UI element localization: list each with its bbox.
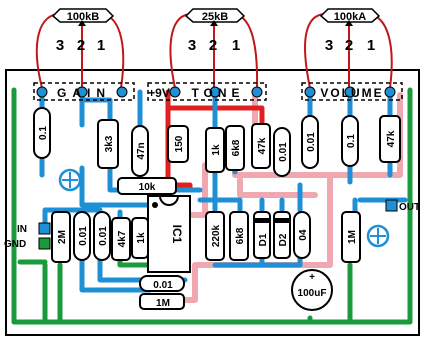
label-c-0.01-bottom: 0.01 [153,280,173,291]
label-r-1m-out: 1M [347,230,358,244]
mounting-hole-left-icon [58,168,82,192]
component-c-47n: 47n [131,125,149,177]
component-r-1k-tone: 1k [205,127,225,173]
label-gain: GAIN [57,86,111,100]
label-c-100uf-plus: + [309,272,315,283]
pot-tone: 25kB 3 2 1 [169,8,259,89]
component-r-6k8-b: 6k8 [229,211,249,261]
label-r-3k3: 3k3 [104,135,115,152]
pot-gain-pin2: 2 [77,37,85,54]
component-c-0.01-volume: 0.01 [301,115,319,169]
pot-gain-pin3: 3 [56,37,64,54]
component-c-0.01-in2: 0.01 [93,211,111,261]
label-volume: VOLUME [320,86,383,100]
pot-pad-strip-gain: GAIN [33,82,135,101]
component-r-6k8: 6k8 [225,125,245,171]
component-c-0.01-tone: 0.01 [273,127,291,177]
label-r-6k8-b: 6k8 [235,227,246,244]
label-out: OUT [399,202,420,213]
component-r-10k: 10k [117,177,177,195]
component-c-gain-0.1: 0.1 [33,107,51,159]
label-tone: TONE [191,86,244,100]
label-c-0.01-in: 0.01 [78,226,89,246]
label-r-4k7: 4k7 [117,230,128,247]
pot-pad-strip-tone: +9V TONE [147,82,267,101]
component-r-47k-volume: 47k [379,115,401,163]
label-r-6k8: 6k8 [231,139,242,156]
component-c-04: 04 [293,211,311,259]
label-9v: +9V [148,86,170,100]
component-r-1m-bottom: 1M [139,293,185,310]
label-r-2m: 2M [57,230,68,244]
output-pad: OUT [385,199,420,213]
pot-pad-strip-volume: VOLUME [301,82,403,101]
component-r-47k-tone: 47k [251,123,271,169]
component-c-0.1-volume: 0.1 [341,115,359,167]
label-c-04: 04 [298,229,309,241]
label-r-47k-tone: 47k [257,137,268,154]
pot-gain-pin1: 1 [97,37,105,54]
label-c-gain-0.1: 0.1 [38,126,49,140]
component-r-3k3: 3k3 [97,119,119,169]
pot-tone-value: 25kB [202,11,228,23]
label-r-1m-bottom: 1M [156,298,170,309]
component-d1: D1 [253,211,271,259]
label-in: IN [17,224,27,235]
pot-tone-pin3: 3 [188,37,196,54]
label-r-10k: 10k [139,182,156,193]
label-ic1: IC1 [170,225,184,244]
component-r-1m-out: 1M [341,211,361,263]
label-c-0.01-in2: 0.01 [98,226,109,246]
label-r-220k: 220k [211,224,222,247]
component-r-4k7: 4k7 [111,217,131,261]
input-pads: IN GND [4,222,51,250]
label-c-0.1-volume: 0.1 [346,134,357,148]
component-c-100uf: + 100uF [291,269,333,311]
label-r-1k-in: 1k [136,232,147,244]
pot-tone-pin2: 2 [209,37,217,54]
pot-tone-pin1: 1 [232,37,240,54]
label-c-100uf: 100uF [298,288,327,299]
label-d2: D2 [278,233,289,246]
label-c-47n: 47n [136,142,147,159]
pot-volume-value: 100kA [334,11,366,23]
label-r-150: 150 [174,135,185,152]
component-c-0.01-bottom: 0.01 [139,275,185,292]
component-c-0.01-in: 0.01 [73,211,91,261]
label-c-0.01-tone: 0.01 [278,142,289,162]
component-ic1: IC1 [147,195,191,273]
mounting-hole-right-icon [366,224,390,248]
green-ground-traces [11,87,413,325]
component-r-220k: 220k [205,211,225,261]
pot-volume-pin2: 2 [345,37,353,54]
label-c-0.01-volume: 0.01 [306,132,317,152]
label-gnd: GND [4,239,26,250]
component-r-1k-in: 1k [131,217,149,259]
label-d1: D1 [258,233,269,246]
pot-gain-value: 100kB [67,11,99,23]
label-r-1k: 1k [211,144,222,156]
pot-volume-pin3: 3 [325,37,333,54]
pot-gain: 100kB 3 2 1 [35,8,125,89]
component-r-150: 150 [167,125,189,163]
pot-volume-pin1: 1 [367,37,375,54]
component-d2: D2 [273,211,291,259]
label-r-47k-volume: 47k [386,130,397,147]
pot-volume: 100kA 3 2 1 [304,8,393,89]
component-r-2m: 2M [51,211,71,263]
